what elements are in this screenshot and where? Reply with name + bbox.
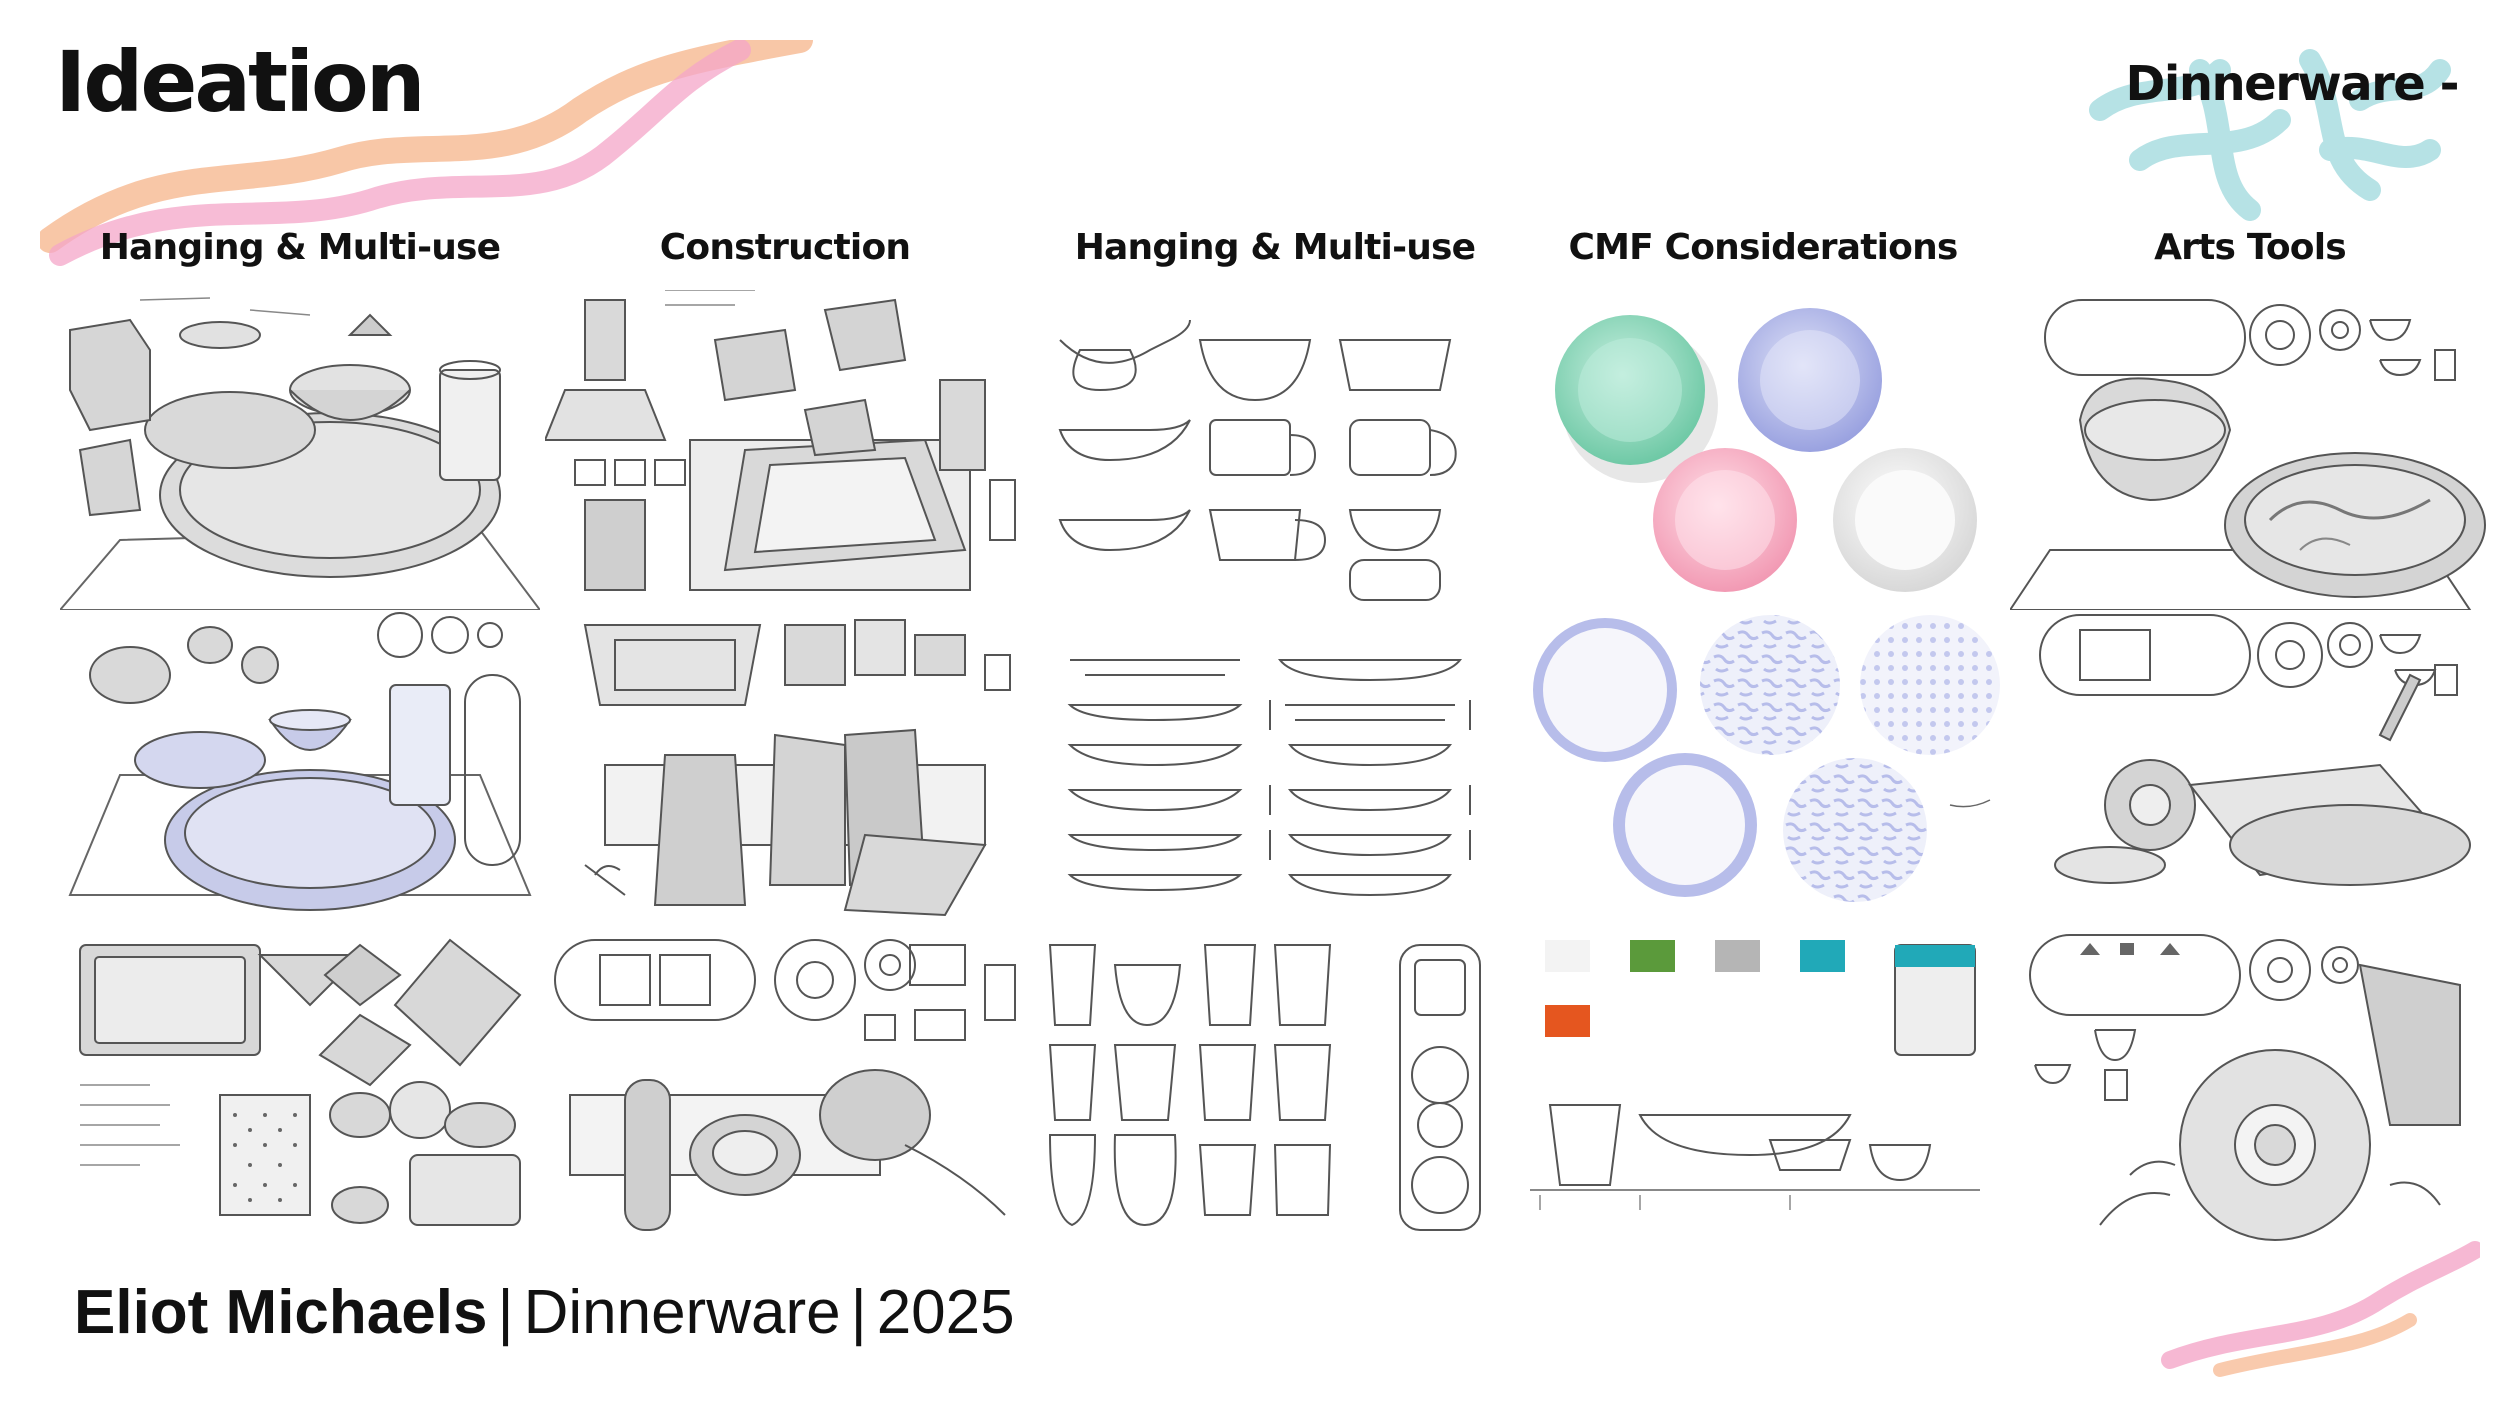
sketch-arts-rubbing <box>2010 605 2490 925</box>
footer-project: Dinnerware <box>523 1278 841 1347</box>
column-header-construction: Construction <box>659 227 911 268</box>
page-subject: Dinnerware - <box>2125 56 2460 112</box>
column-header-hanging-2: Hanging & Multi-use <box>1074 227 1476 268</box>
cmf-materials <box>1520 925 2010 1245</box>
sketch-cups-grid <box>1040 925 1530 1245</box>
sketch-arts-textured-plate <box>2010 290 2490 610</box>
sketch-construction-panels <box>545 605 1035 925</box>
sketch-arts-hands <box>2010 925 2490 1245</box>
column-header-cmf: CMF Considerations <box>1568 227 1958 268</box>
column-header-hanging-1: Hanging & Multi-use <box>99 227 501 268</box>
sketch-stacked-plates <box>1040 605 1530 925</box>
footer-name: Eliot Michaels <box>74 1278 488 1347</box>
brush-stroke-bottom-right <box>2161 1241 2480 1377</box>
sketch-hanging-trays <box>60 925 540 1245</box>
cmf-pattern-plates <box>1520 605 2010 925</box>
sketch-construction-tools <box>545 925 1035 1245</box>
footer-year: 2025 <box>876 1278 1015 1347</box>
page-title: Ideation <box>55 33 425 131</box>
footer-credit: Eliot Michaels|Dinnerware|2025 <box>74 1282 1015 1344</box>
sketch-hanging-stack <box>60 290 540 610</box>
sketch-construction-frame <box>545 290 1035 610</box>
footer-separator: | <box>850 1278 867 1347</box>
footer-separator: | <box>497 1278 514 1347</box>
cmf-color-plates <box>1520 290 2010 610</box>
sketch-hanging-blue <box>60 605 540 925</box>
sketch-gravy-boats <box>1040 290 1530 610</box>
column-header-arts-tools: Arts Tools <box>2154 227 2347 268</box>
